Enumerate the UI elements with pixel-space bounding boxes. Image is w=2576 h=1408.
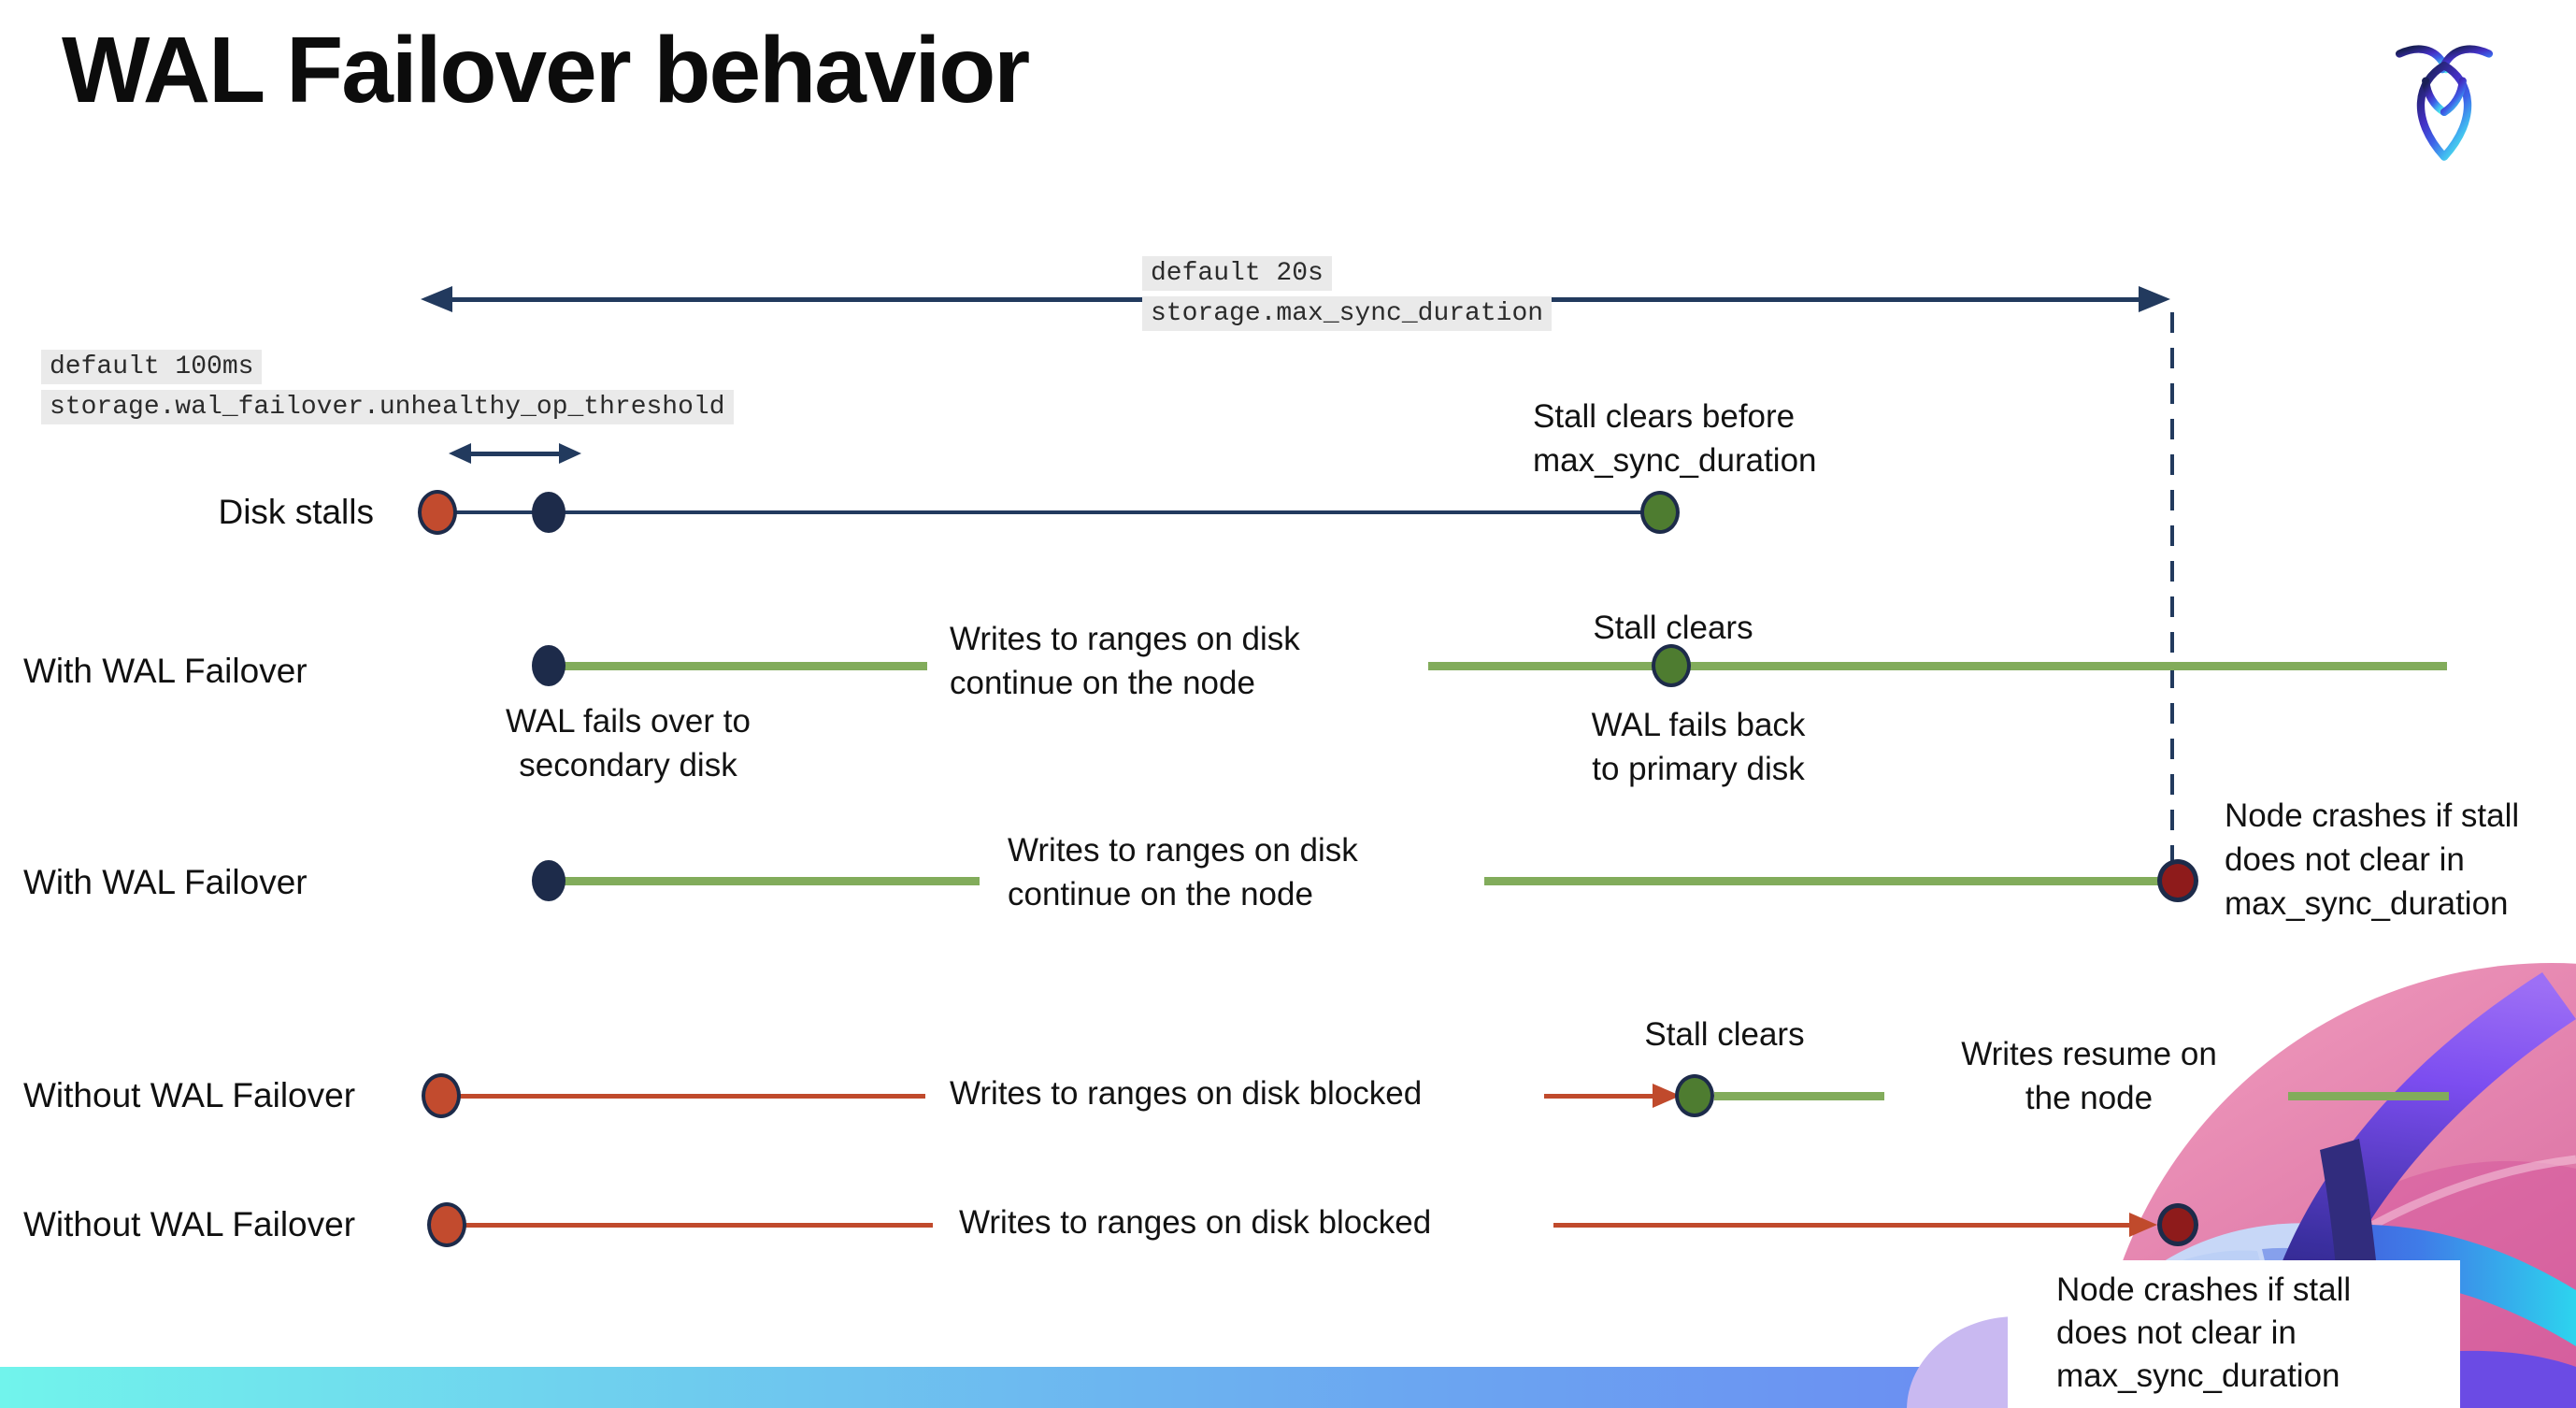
writes-resume-note-row4: Writes resume on the node xyxy=(1961,1036,2217,1116)
failback-note-row2: WAL fails back to primary disk xyxy=(1591,707,1806,787)
stall-clears-dot-row2 xyxy=(1652,644,1691,687)
row-label-without-wal-failover-1: Without WAL Failover xyxy=(23,1076,356,1114)
stall-start-dot-row4 xyxy=(422,1073,461,1118)
writes-blocked-note-row5: Writes to ranges on disk blocked xyxy=(959,1204,1432,1241)
writes-blocked-note-row4: Writes to ranges on disk blocked xyxy=(950,1075,1423,1112)
max-sync-default-badge: default 20s xyxy=(1142,256,1332,291)
threshold-default-badge: default 100ms xyxy=(41,350,263,384)
failover-dot-row3 xyxy=(532,860,565,901)
threshold-arrow-right-head xyxy=(559,443,581,464)
writes-blocked-line-a-row5 xyxy=(447,1223,933,1228)
stall-clears-dot-row1 xyxy=(1640,491,1680,534)
disk-stall-start-dot xyxy=(418,490,457,535)
node-crash-dot-row3 xyxy=(2157,859,2198,902)
node-crash-dot-row5 xyxy=(2157,1203,2198,1246)
writes-continue-note-row2: Writes to ranges on disk continue on the… xyxy=(950,621,1300,701)
node-crash-note-row3: Node crashes if stall does not clear in … xyxy=(2225,797,2520,922)
row-label-disk-stalls: Disk stalls xyxy=(218,493,374,531)
writes-blocked-line-row4 xyxy=(441,1094,925,1099)
row-label-with-wal-failover-1: With WAL Failover xyxy=(23,652,308,690)
stall-clears-note-row4: Stall clears xyxy=(1644,1016,1805,1053)
stall-clears-dot-row4 xyxy=(1675,1074,1714,1117)
row-label-with-wal-failover-2: With WAL Failover xyxy=(23,863,308,901)
max-sync-deadline-dashed-line xyxy=(2170,312,2174,881)
threshold-setting-badge: storage.wal_failover.unhealthy_op_thresh… xyxy=(41,390,734,424)
blocked-arrow-line-row5 xyxy=(1553,1223,2131,1228)
node-crash-note-row5: Node crashes if stall does not clear in … xyxy=(2056,1272,2352,1394)
disk-stalls-timeline-line xyxy=(437,510,1660,514)
page-title: WAL Failover behavior xyxy=(62,18,1030,122)
writes-resume-line-b-row4 xyxy=(2288,1092,2449,1100)
stall-clears-before-note: Stall clears before max_sync_duration xyxy=(1533,398,1817,479)
writes-continue-line-b-row2 xyxy=(1428,662,2447,670)
stall-clears-note-row2: Stall clears xyxy=(1593,610,1753,646)
cockroachdb-logo-icon xyxy=(2396,45,2493,161)
max-sync-duration-arrow-right-head xyxy=(2139,286,2170,312)
writes-continue-line-a-row3 xyxy=(565,877,980,885)
writes-continue-line-b-row3 xyxy=(1484,877,2178,885)
failover-dot-row2 xyxy=(532,645,565,686)
writes-resume-line-a-row4 xyxy=(1714,1092,1884,1100)
writes-continue-line-a-row2 xyxy=(565,662,927,670)
failover-note-row2: WAL fails over to secondary disk xyxy=(506,703,751,783)
crash-note-background-box xyxy=(2008,1260,2460,1408)
threshold-reached-dot xyxy=(532,492,565,533)
blocked-arrow-line-row4 xyxy=(1544,1094,1656,1099)
threshold-arrow-line xyxy=(464,452,563,456)
threshold-arrow-left-head xyxy=(449,443,471,464)
max-sync-duration-arrow-left-head xyxy=(421,286,452,312)
writes-continue-note-row3: Writes to ranges on disk continue on the… xyxy=(1008,832,1358,912)
blocked-arrow-head-row5 xyxy=(2129,1213,2157,1237)
max-sync-setting-badge: storage.max_sync_duration xyxy=(1142,296,1553,331)
row-label-without-wal-failover-2: Without WAL Failover xyxy=(23,1205,356,1243)
stall-start-dot-row5 xyxy=(427,1202,466,1247)
